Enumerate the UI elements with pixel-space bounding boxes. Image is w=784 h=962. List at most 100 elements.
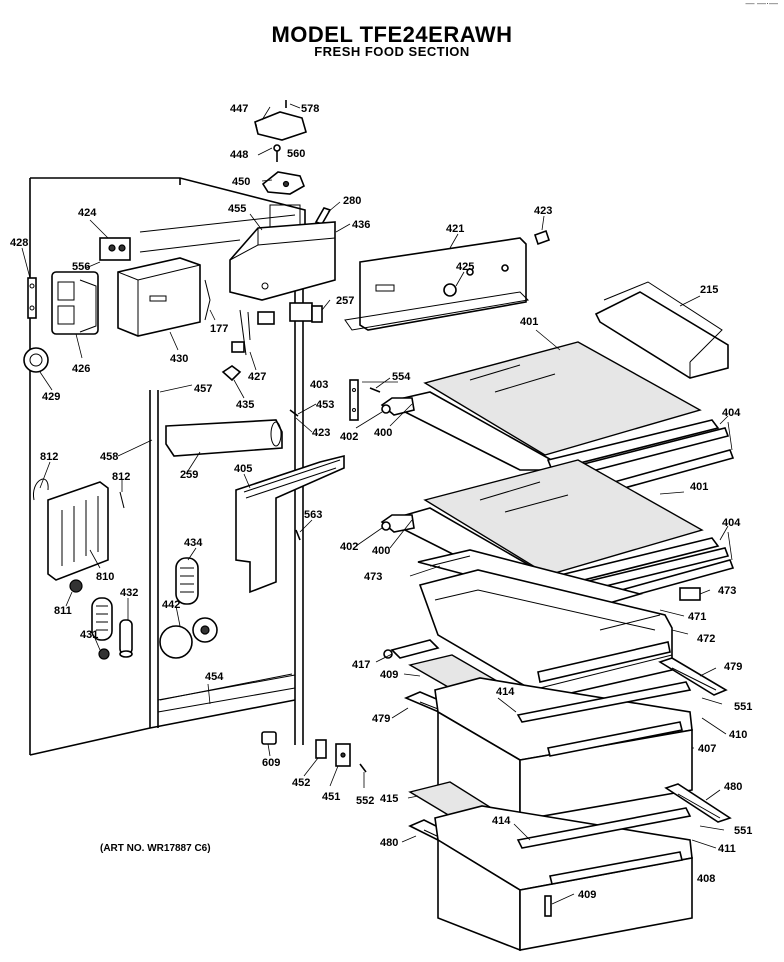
callout-426: 426: [72, 363, 90, 375]
callout-432: 432: [120, 587, 138, 599]
callout-434: 434: [184, 537, 203, 549]
callout-414b: 414: [492, 815, 511, 827]
callout-811: 811: [54, 605, 72, 617]
rail-403: [349, 379, 359, 421]
cold-control-cover-810: [47, 481, 109, 581]
screw-563: [295, 529, 301, 541]
callout-554: 554: [392, 371, 411, 383]
callout-401b: 401: [690, 481, 708, 493]
hinge-452: [315, 739, 327, 759]
callout-404b: 404: [722, 517, 741, 529]
callout-215: 215: [700, 284, 718, 296]
sensor-428: [27, 277, 37, 319]
callout-labels: 447 578 448 560 450 280 455 436 421 423 …: [10, 103, 752, 901]
callout-454: 454: [205, 671, 224, 683]
fan-429: [23, 347, 49, 373]
duct-259: [165, 419, 283, 457]
callout-479b: 479: [372, 713, 390, 725]
bulb-423: [533, 229, 551, 246]
callout-259: 259: [180, 469, 198, 481]
callout-609: 609: [262, 757, 280, 769]
screw-560: [273, 144, 281, 162]
callout-551b: 551: [734, 825, 752, 837]
callout-408: 408: [697, 873, 715, 885]
corner-mark: — —·—: [745, 0, 779, 8]
knob-811: [69, 579, 83, 593]
middle-drawer-407: [434, 677, 693, 822]
clip-453: [289, 409, 299, 417]
callout-435: 435: [236, 399, 254, 411]
callout-417: 417: [352, 659, 370, 671]
knob-431: [98, 648, 110, 660]
hinge-451: [335, 743, 351, 767]
light-switch-426: [51, 271, 99, 335]
diagram-title: MODEL TFE24ERAWH: [271, 22, 513, 47]
callout-473b: 473: [718, 585, 736, 597]
callout-458: 458: [100, 451, 118, 463]
callout-257: 257: [336, 295, 354, 307]
thermostat-424: [99, 237, 131, 261]
hinge-450: [261, 171, 306, 195]
callout-405: 405: [234, 463, 252, 475]
control-housing-436: [229, 221, 336, 301]
grille-434: [175, 557, 199, 605]
callout-423a: 423: [534, 205, 552, 217]
callout-471: 471: [688, 611, 706, 623]
callout-448: 448: [230, 149, 248, 161]
wire-812: [33, 478, 125, 509]
callout-552: 552: [356, 795, 374, 807]
callout-402a: 402: [340, 431, 358, 443]
bracket-257: [289, 302, 323, 323]
hinge-cover-447: [254, 111, 307, 141]
crisper-control-417: [383, 639, 440, 659]
screw-552: [359, 763, 367, 773]
bottom-drawer-408: [408, 781, 693, 952]
callout-421: 421: [446, 223, 464, 235]
callout-411: 411: [718, 843, 736, 855]
door-bin-215: [594, 281, 729, 379]
callout-480b: 480: [380, 837, 398, 849]
callout-409a: 409: [380, 669, 398, 681]
callout-414a: 414: [496, 686, 515, 698]
callout-424: 424: [78, 207, 97, 219]
callout-457: 457: [194, 383, 212, 395]
callout-402b: 402: [340, 541, 358, 553]
callout-403: 403: [310, 379, 328, 391]
callout-556: 556: [72, 261, 90, 273]
wire-harness-427: [231, 309, 275, 356]
callout-812a: 812: [40, 451, 58, 463]
baffle-405: [235, 454, 345, 594]
callout-560: 560: [287, 148, 305, 160]
strip-454: [159, 673, 293, 701]
callout-430: 430: [170, 353, 188, 365]
callout-425: 425: [456, 261, 474, 273]
callout-451: 451: [322, 791, 340, 803]
callout-423b: 423: [312, 427, 330, 439]
lamp-432: [119, 619, 133, 658]
fan-motor-442: [159, 617, 218, 659]
wire-177: [204, 279, 211, 321]
callout-472: 472: [697, 633, 715, 645]
callout-410: 410: [729, 729, 747, 741]
lamp-socket-435: [221, 365, 242, 382]
slide-rail-479a: [658, 657, 728, 696]
shelf-bracket-402a: [380, 397, 415, 416]
callout-400b: 400: [372, 545, 390, 557]
callout-280: 280: [343, 195, 361, 207]
leader-lines: [21, 103, 733, 905]
callout-401a: 401: [520, 316, 538, 328]
callout-427: 427: [248, 371, 266, 383]
latch-473: [679, 587, 701, 601]
grille-431: [91, 597, 113, 641]
callout-431: 431: [80, 629, 98, 641]
callout-409b: 409: [578, 889, 596, 901]
callout-177: 177: [210, 323, 228, 335]
callout-447: 447: [230, 103, 248, 115]
callout-450: 450: [232, 176, 250, 188]
callout-453: 453: [316, 399, 334, 411]
control-panel-421: [344, 237, 530, 331]
bumper-609: [261, 731, 277, 745]
callout-563: 563: [304, 509, 322, 521]
callout-551a: 551: [734, 701, 752, 713]
